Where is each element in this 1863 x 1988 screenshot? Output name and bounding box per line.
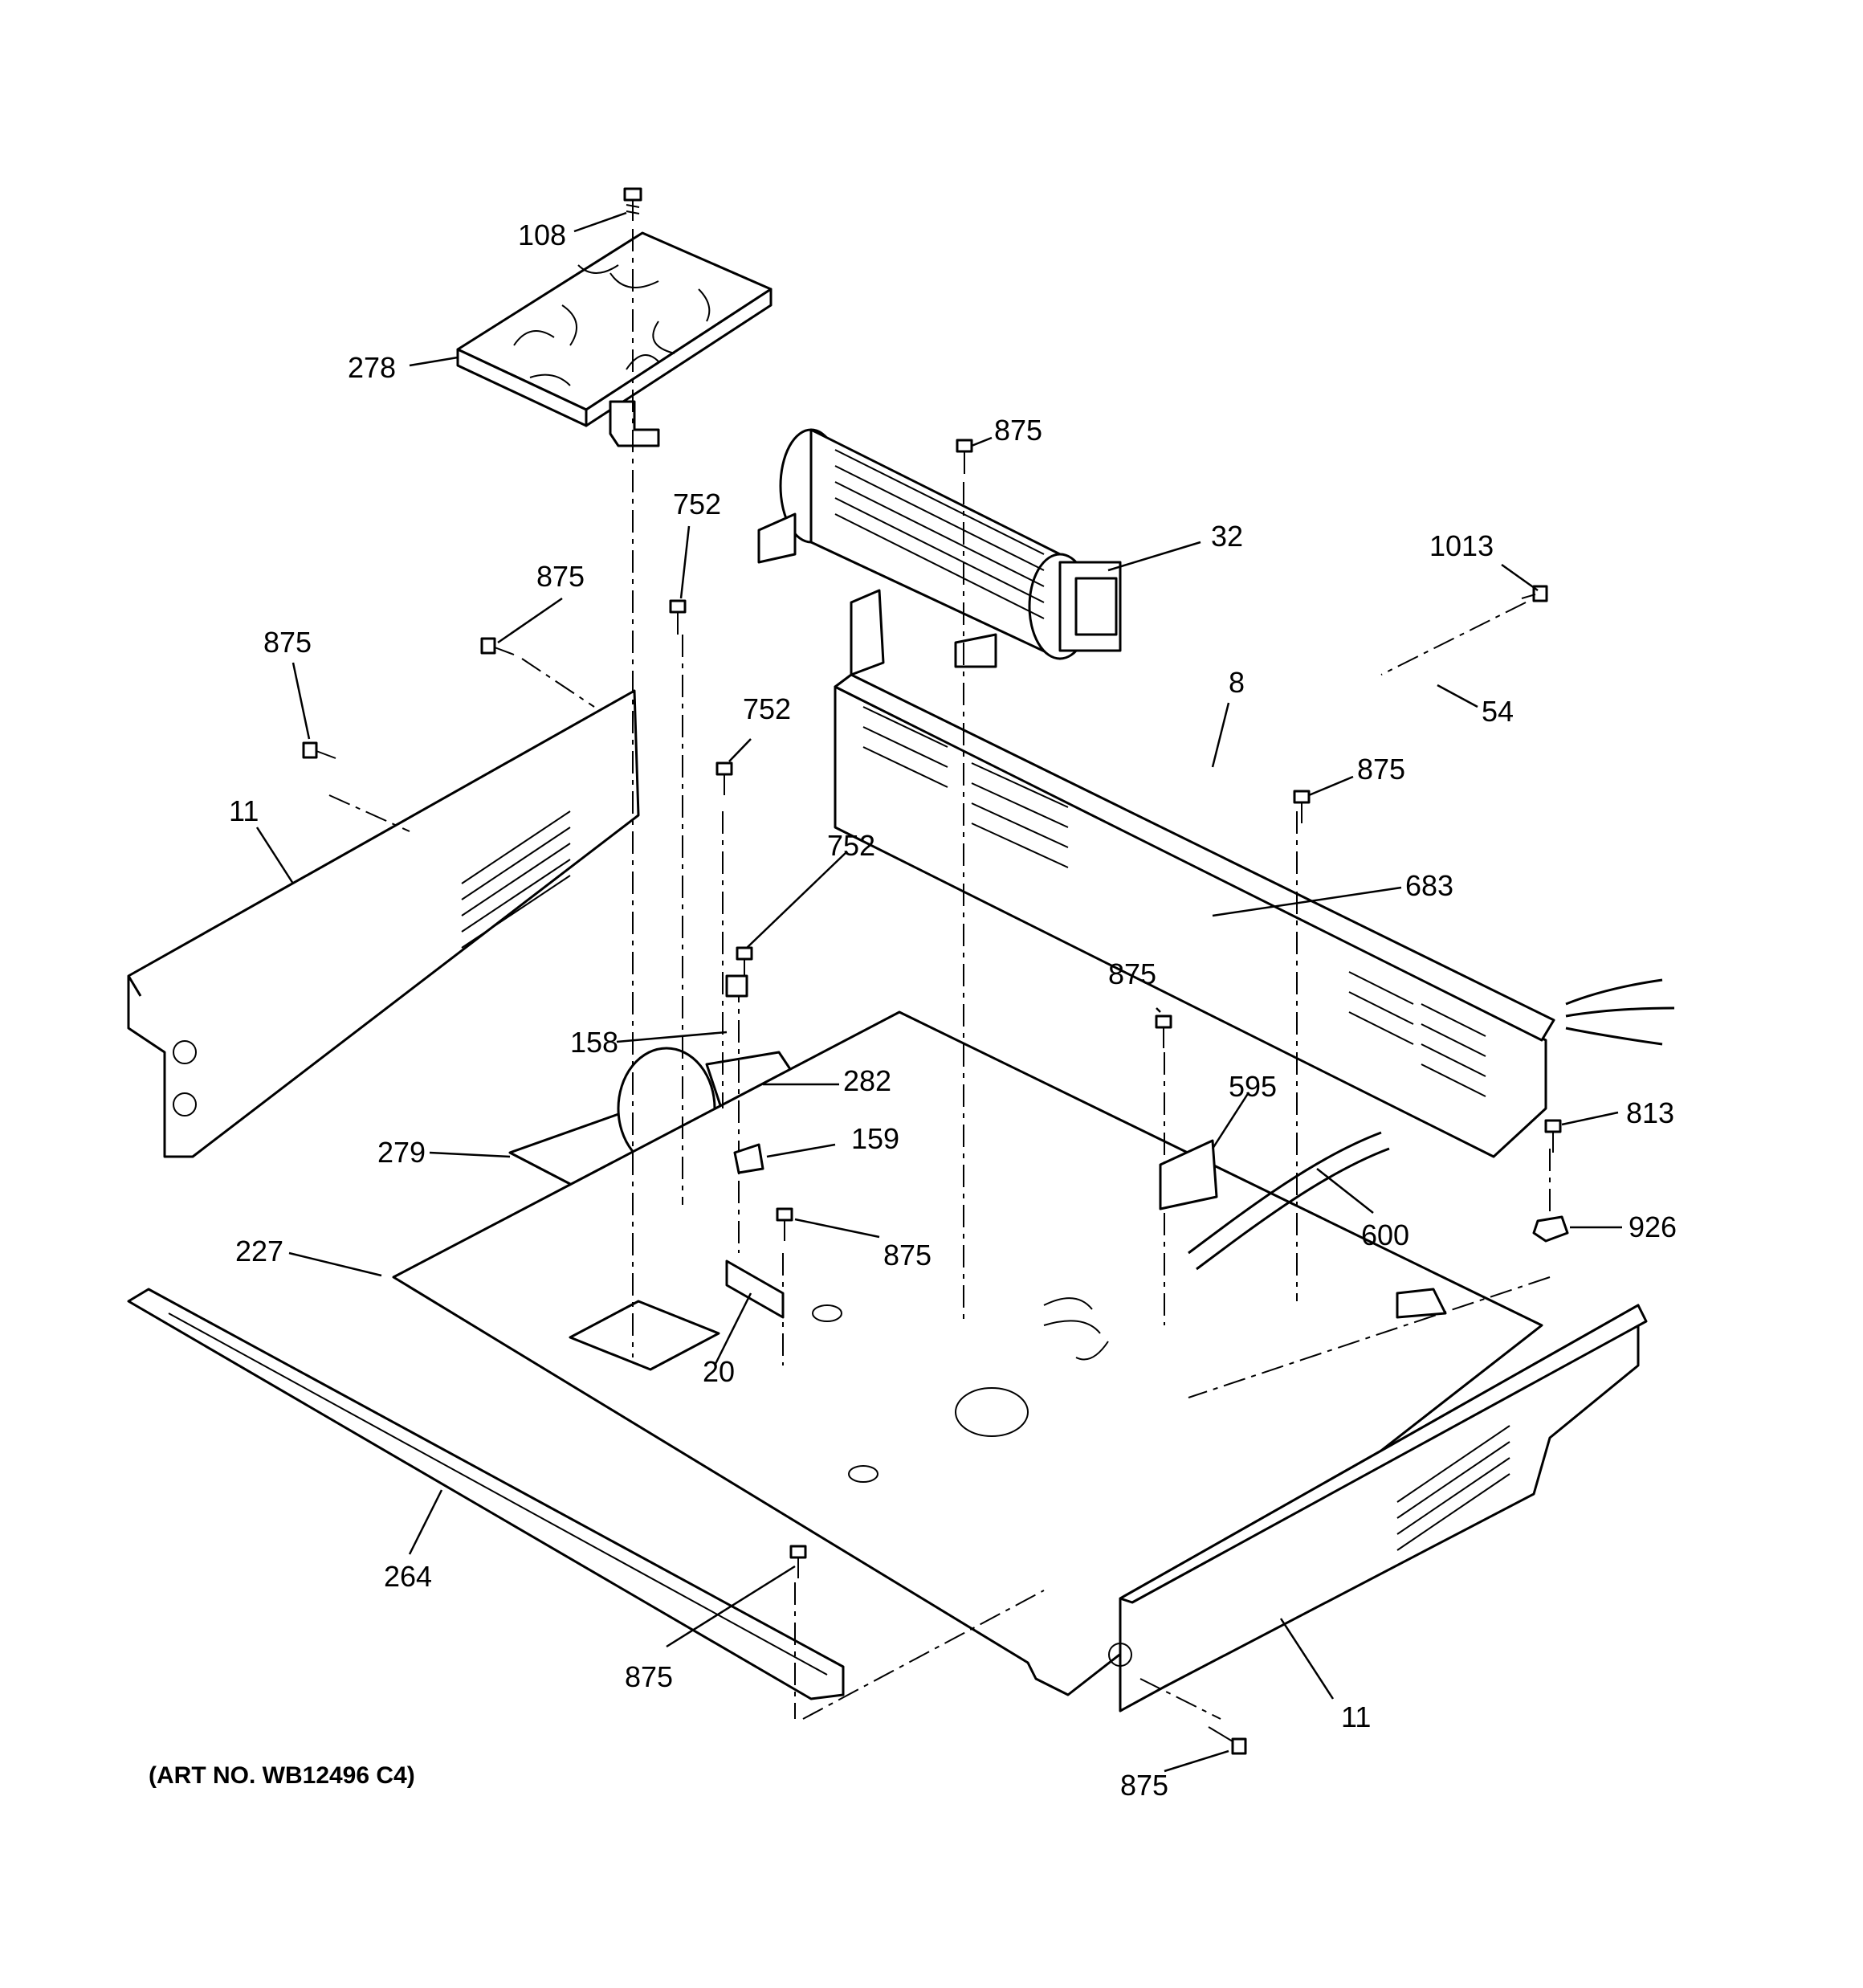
- callout-875-left: 875: [263, 626, 312, 659]
- callout-54: 54: [1482, 695, 1514, 728]
- callout-875-center: 875: [1108, 957, 1156, 990]
- callout-32: 32: [1211, 520, 1243, 553]
- callout-595: 595: [1229, 1070, 1277, 1103]
- part-8-rear-panel: [834, 589, 1675, 1158]
- callout-278: 278: [348, 351, 396, 384]
- leader-lines: [255, 211, 1622, 1773]
- callout-752-middle: 752: [743, 692, 791, 725]
- callout-20: 20: [703, 1355, 735, 1388]
- callout-752-top: 752: [673, 488, 721, 520]
- callout-labels: 108 278 875 752 875 875 32 1013 752 8 54…: [229, 218, 1677, 1802]
- callout-875-bottom-right: 875: [1120, 1769, 1168, 1802]
- part-600-conduit: [1043, 1131, 1390, 1361]
- callout-1013: 1013: [1429, 529, 1494, 562]
- callout-875-right-upper: 875: [1357, 753, 1405, 786]
- callout-875-left-upper: 875: [536, 560, 585, 593]
- part-278-insulation: [456, 231, 773, 447]
- callout-282: 282: [843, 1064, 891, 1097]
- callout-264: 264: [384, 1560, 432, 1593]
- callout-158: 158: [570, 1026, 618, 1059]
- callout-8: 8: [1229, 666, 1245, 699]
- fasteners: [302, 439, 1569, 1755]
- callout-926: 926: [1629, 1210, 1677, 1243]
- part-11-left-side-panel: [127, 689, 640, 1158]
- callout-813: 813: [1626, 1096, 1674, 1129]
- part-32-blower: [757, 428, 1122, 668]
- callout-875-bottom: 875: [625, 1660, 673, 1693]
- art-number-caption: (ART NO. WB12496 C4): [149, 1762, 415, 1789]
- callout-279: 279: [377, 1136, 426, 1169]
- callout-600: 600: [1361, 1219, 1409, 1251]
- callout-227: 227: [235, 1235, 283, 1268]
- callout-108: 108: [518, 218, 566, 251]
- part-227-bottom-tray: [392, 1010, 1543, 1696]
- part-11-right-side-panel: [1108, 1304, 1648, 1712]
- callout-11-left: 11: [229, 794, 259, 827]
- callout-11-right: 11: [1341, 1700, 1371, 1733]
- callout-875-blower: 875: [994, 414, 1042, 447]
- callout-159: 159: [851, 1122, 899, 1155]
- callout-683: 683: [1405, 869, 1453, 902]
- screw-108: [623, 187, 642, 221]
- callout-875-lower-center: 875: [883, 1239, 932, 1272]
- callout-752-lower: 752: [827, 829, 875, 862]
